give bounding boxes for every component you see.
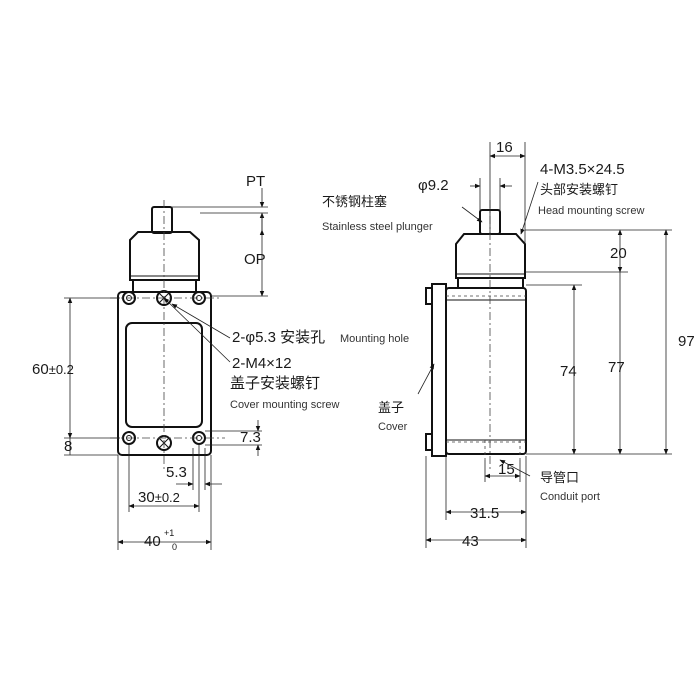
front-plunger — [151, 206, 173, 234]
side-dimensions — [417, 142, 672, 548]
side-head — [455, 233, 526, 279]
plunger-label-en: Stainless steel plunger — [322, 221, 433, 233]
dim-43: 43 — [462, 533, 479, 550]
dim-74: 74 — [560, 363, 577, 380]
cover-screw-spec: 2-M4×12 — [232, 355, 292, 372]
plunger-label-cn: 不锈钢柱塞 — [322, 194, 387, 209]
dim-16: 16 — [496, 139, 513, 156]
mount-hole-label-cn: 2-φ5.3 安装孔 — [232, 329, 325, 346]
dim-phi-9-2: φ9.2 — [418, 177, 449, 194]
side-head-base — [457, 277, 524, 289]
op-label: OP — [244, 251, 266, 268]
cover-label-cn: 盖子 — [378, 400, 404, 415]
front-dimensions — [64, 188, 268, 550]
dim-60: 60±0.2 — [32, 361, 74, 378]
front-view — [110, 200, 225, 470]
dim-7-3: 7.3 — [240, 429, 261, 446]
head-screw-label-cn: 头部安装螺钉 — [540, 182, 618, 197]
dim-40: 40 — [144, 533, 161, 550]
cover-screw-label-en: Cover mounting screw — [230, 399, 339, 411]
side-cover — [431, 283, 447, 457]
conduit-label-cn: 导管口 — [540, 470, 579, 485]
front-labels: PT OP 60±0.2 8 7.3 5.3 30±0.2 40 +1 0 2-… — [32, 173, 409, 552]
front-head — [129, 231, 200, 281]
tol-40-upper: +1 — [164, 528, 174, 538]
pt-label: PT — [246, 173, 265, 190]
conduit-label-en: Conduit port — [540, 491, 600, 503]
dim-77: 77 — [608, 359, 625, 376]
side-labels: 16 φ9.2 不锈钢柱塞 Stainless steel plunger 4-… — [322, 139, 695, 550]
cover-screw-label-cn: 盖子安装螺钉 — [230, 375, 320, 392]
head-screw-spec: 4-M3.5×24.5 — [540, 161, 625, 178]
dim-20: 20 — [610, 245, 627, 262]
dim-97: 97 — [678, 333, 695, 350]
cover-label-en: Cover — [378, 421, 408, 433]
tol-40-lower: 0 — [172, 542, 177, 552]
mount-hole-label-en: Mounting hole — [340, 333, 409, 345]
dim-15: 15 — [498, 461, 515, 478]
dim-31-5: 31.5 — [470, 505, 499, 522]
side-body — [445, 287, 527, 455]
side-view — [425, 200, 527, 470]
dim-5-3: 5.3 — [166, 464, 187, 481]
dim-8: 8 — [64, 438, 72, 455]
dim-30: 30±0.2 — [138, 489, 180, 506]
front-body — [117, 291, 212, 456]
head-screw-label-en: Head mounting screw — [538, 205, 644, 217]
